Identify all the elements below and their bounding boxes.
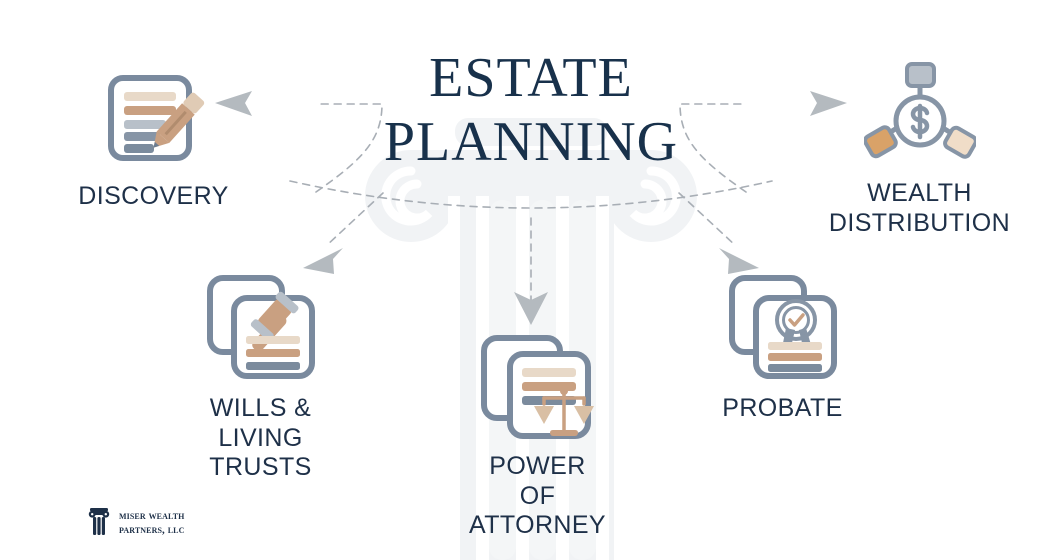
dollar-distribution-icon	[862, 58, 978, 163]
node-power-of-attorney-label: POWER OF ATTORNEY	[468, 452, 606, 539]
page-title: ESTATE PLANNING	[383, 47, 679, 173]
gavel-documents-icon	[202, 272, 320, 380]
node-discovery-label: DISCOVERY	[78, 182, 229, 210]
certificate-seal-documents-icon	[724, 272, 842, 380]
node-wills-living-trusts-label: WILLS & LIVING TRUSTS	[209, 394, 312, 481]
scales-documents-icon	[476, 332, 600, 440]
arrowhead-wealth	[810, 91, 847, 116]
node-probate-label: PROBATE	[722, 394, 843, 422]
arrowhead-wills	[303, 248, 343, 274]
node-wills-living-trusts[interactable]: WILLS & LIVING TRUSTS	[168, 272, 353, 483]
node-discovery[interactable]: DISCOVERY	[46, 70, 261, 212]
connector-center-arc	[289, 180, 773, 209]
connector-to-power	[514, 217, 548, 325]
connector-to-wills	[303, 192, 384, 274]
arrowhead-power	[514, 292, 548, 325]
connector-to-discovery	[215, 91, 383, 193]
connector-to-probate	[678, 192, 759, 274]
node-power-of-attorney[interactable]: POWER OF ATTORNEY	[440, 332, 635, 541]
ionic-column-icon	[86, 505, 112, 542]
node-wealth-distribution-label: WEALTH DISTRIBUTION	[828, 179, 1011, 237]
node-wealth-distribution[interactable]: WEALTH DISTRIBUTION	[812, 58, 1027, 238]
connector-to-wealth	[679, 91, 847, 193]
arrowhead-probate	[719, 248, 759, 274]
node-probate[interactable]: PROBATE	[690, 272, 875, 424]
brand-logo[interactable]: MISER WEALTH PARTNERS, LLC	[86, 505, 185, 542]
document-with-pencil-icon	[98, 70, 210, 170]
brand-logo-text: MISER WEALTH PARTNERS, LLC	[119, 509, 185, 536]
arrowhead-discovery	[215, 91, 252, 116]
